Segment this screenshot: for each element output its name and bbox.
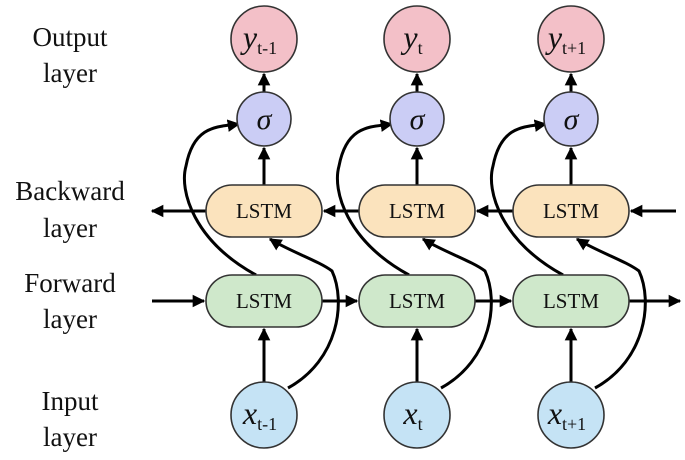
input-to-backward-arrow-1 [421, 237, 493, 390]
input-node-2 [537, 381, 605, 449]
backward-layer-label-line2: layer [43, 213, 97, 243]
output-label-1-subscript: t [418, 38, 423, 58]
input-label-2-symbol: x [547, 395, 562, 431]
output-label-0-subscript: t-1 [257, 38, 277, 58]
output-layer-label-line1: Output [32, 22, 108, 52]
output-label-2: yt+1 [545, 19, 586, 58]
input-label-0: xt-1 [242, 395, 277, 434]
input-label-1-symbol: x [402, 395, 417, 431]
input-node-1 [383, 381, 451, 449]
input-label-2: xt+1 [547, 395, 586, 434]
input-label-1: xt [402, 395, 422, 434]
forward-layer-label-line1: Forward [24, 268, 116, 298]
forward-lstm-cell-0 [205, 274, 323, 328]
backward-lstm-label-1: LSTM [389, 199, 445, 223]
input-label-0-subscript: t-1 [257, 414, 277, 434]
forward-to-sigma-arrow-2 [489, 119, 564, 277]
forward-to-sigma-arrow-1 [335, 119, 410, 277]
output-label-2-symbol: y [545, 19, 563, 55]
output-layer-label-line2: layer [43, 58, 97, 88]
sigma-label-1: σ [410, 103, 426, 136]
sigma-label-0: σ [257, 103, 273, 136]
input-node-0 [230, 381, 298, 449]
diagram-nodes: yt-1σLSTMLSTMxt-1ytσLSTMLSTMxtyt+1σLSTML… [205, 5, 630, 449]
backward-lstm-cell-0 [205, 184, 323, 238]
forward-lstm-label-2: LSTM [543, 289, 599, 313]
output-node-1 [383, 5, 451, 73]
output-label-1: yt [400, 19, 422, 58]
input-label-2-subscript: t+1 [562, 414, 586, 434]
forward-lstm-cell-2 [512, 274, 630, 328]
backward-lstm-cell-1 [358, 184, 476, 238]
input-to-backward-arrow-0 [268, 237, 340, 390]
output-node-2 [537, 5, 605, 73]
output-label-2-subscript: t+1 [562, 38, 586, 58]
forward-lstm-label-1: LSTM [389, 289, 445, 313]
input-label-1-subscript: t [418, 414, 423, 434]
sigma-node-0 [236, 91, 292, 147]
input-label-0-symbol: x [242, 395, 257, 431]
output-node-0 [230, 5, 298, 73]
backward-lstm-label-2: LSTM [543, 199, 599, 223]
output-label-0: yt-1 [240, 19, 277, 58]
forward-lstm-label-0: LSTM [236, 289, 292, 313]
backward-lstm-label-0: LSTM [236, 199, 292, 223]
sigma-label-2: σ [564, 103, 580, 136]
sigma-node-2 [543, 91, 599, 147]
forward-lstm-cell-1 [358, 274, 476, 328]
backward-layer-label-line1: Backward [15, 176, 125, 206]
sigma-node-1 [389, 91, 445, 147]
forward-layer-label-line2: layer [43, 304, 97, 334]
output-label-1-symbol: y [400, 19, 418, 55]
output-label-0-symbol: y [240, 19, 258, 55]
backward-lstm-cell-2 [512, 184, 630, 238]
input-layer-label-line2: layer [43, 422, 97, 452]
input-layer-label-line1: Input [42, 386, 99, 416]
connection-arrows [150, 72, 682, 390]
forward-to-sigma-arrow-0 [182, 119, 257, 277]
layer-labels: Output layer Backward layer Forward laye… [15, 22, 125, 452]
input-to-backward-arrow-2 [575, 237, 647, 390]
